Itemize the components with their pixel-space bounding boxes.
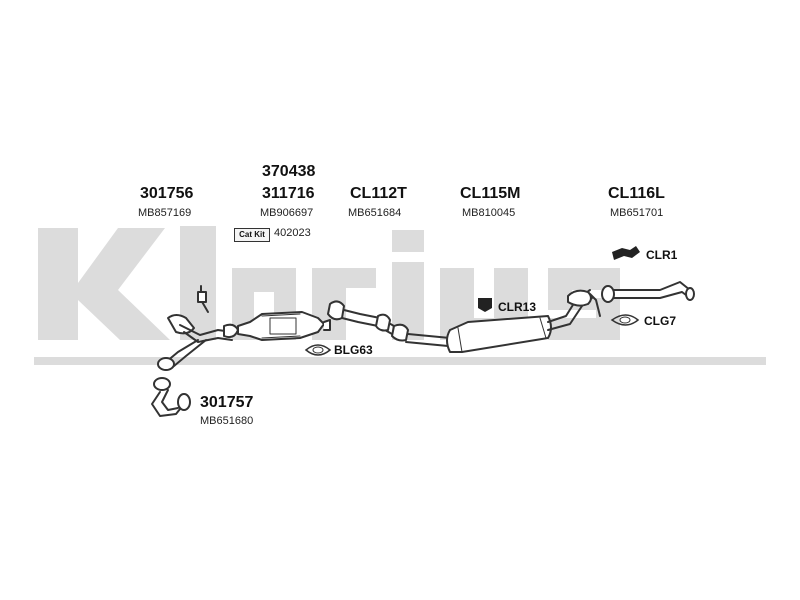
part-number-cl112t: CL112T (350, 185, 407, 202)
tailpipe-part[interactable] (601, 281, 695, 303)
fitting-label-clg7: CLG7 (644, 314, 677, 328)
rubber-hanger-icon (612, 246, 640, 260)
fitting-label-clr13: CLR13 (498, 300, 537, 314)
oe-number-mb651680: MB651680 (200, 415, 254, 427)
rear-silencer-part[interactable] (446, 289, 601, 353)
front-downpipe-part[interactable] (157, 285, 239, 371)
centre-pipe-part[interactable] (405, 333, 451, 347)
intermediate-pipe-part[interactable] (327, 300, 409, 342)
oe-number-mb651701: MB651701 (610, 207, 664, 219)
rubber-mount-icon (478, 298, 492, 312)
oe-number-mb651684: MB651684 (348, 207, 402, 219)
oe-number-mb857169: MB857169 (138, 207, 192, 219)
oe-number-mb906697: MB906697 (260, 207, 314, 219)
cat-kit-number: 402023 (274, 227, 311, 239)
part-number-301757: 301757 (200, 394, 254, 411)
part-number-301756: 301756 (140, 185, 194, 202)
second-downpipe-part[interactable] (151, 377, 191, 417)
part-number-311716: 311716 (262, 185, 315, 202)
part-number-370438: 370438 (262, 163, 316, 180)
cat-kit-badge: Cat Kit (234, 228, 270, 242)
part-number-cl116l: CL116L (608, 185, 665, 202)
part-number-cl115m: CL115M (460, 185, 521, 202)
oe-number-mb810045: MB810045 (462, 207, 516, 219)
fitting-label-blg63: BLG63 (334, 343, 373, 357)
fitting-label-clr1: CLR1 (646, 248, 678, 262)
catalytic-converter-part[interactable] (237, 311, 331, 341)
gasket-ring-icon (610, 314, 640, 326)
gasket-ring-icon (304, 344, 332, 356)
